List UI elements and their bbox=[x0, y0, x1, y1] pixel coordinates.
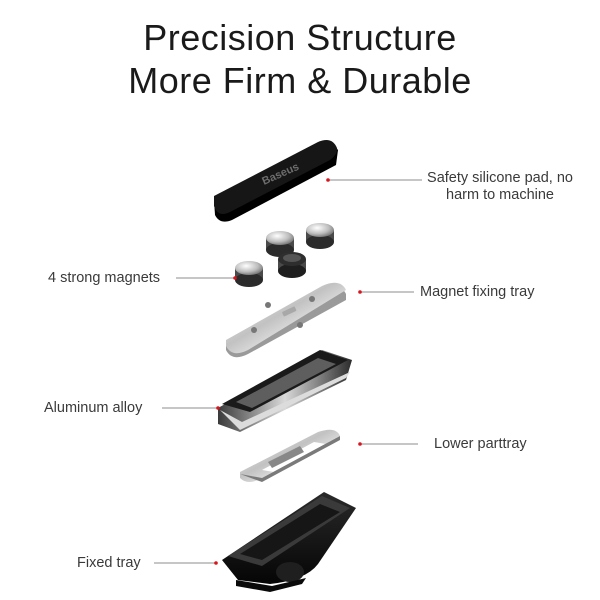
callout-magnets: 4 strong magnets bbox=[48, 270, 161, 286]
silicone-pad: Baseus bbox=[214, 140, 338, 222]
callout-silicone-pad-line2: harm to machine bbox=[446, 187, 554, 203]
fixed-tray bbox=[222, 492, 356, 592]
magnet bbox=[306, 223, 334, 249]
leader-lines bbox=[154, 178, 422, 565]
magnet bbox=[266, 231, 294, 257]
magnet bbox=[278, 252, 306, 278]
magnet-fixing-tray bbox=[226, 282, 346, 358]
heading-line-2: More Firm & Durable bbox=[128, 60, 472, 101]
heading-line-1: Precision Structure bbox=[143, 17, 457, 58]
magnets bbox=[235, 223, 334, 287]
callout-aluminum: Aluminum alloy bbox=[44, 400, 143, 416]
callout-silicone-pad: Safety silicone pad, no harm to machine bbox=[420, 170, 580, 204]
callout-magnet-tray: Magnet fixing tray bbox=[420, 284, 535, 300]
aluminum-alloy-frame bbox=[218, 350, 352, 432]
lower-part-tray bbox=[240, 429, 340, 482]
magnet bbox=[235, 261, 263, 287]
callout-lower-tray: Lower parttray bbox=[434, 436, 527, 452]
callout-silicone-pad-line1: Safety silicone pad, no bbox=[427, 170, 573, 186]
callout-fixed-tray: Fixed tray bbox=[77, 555, 141, 571]
